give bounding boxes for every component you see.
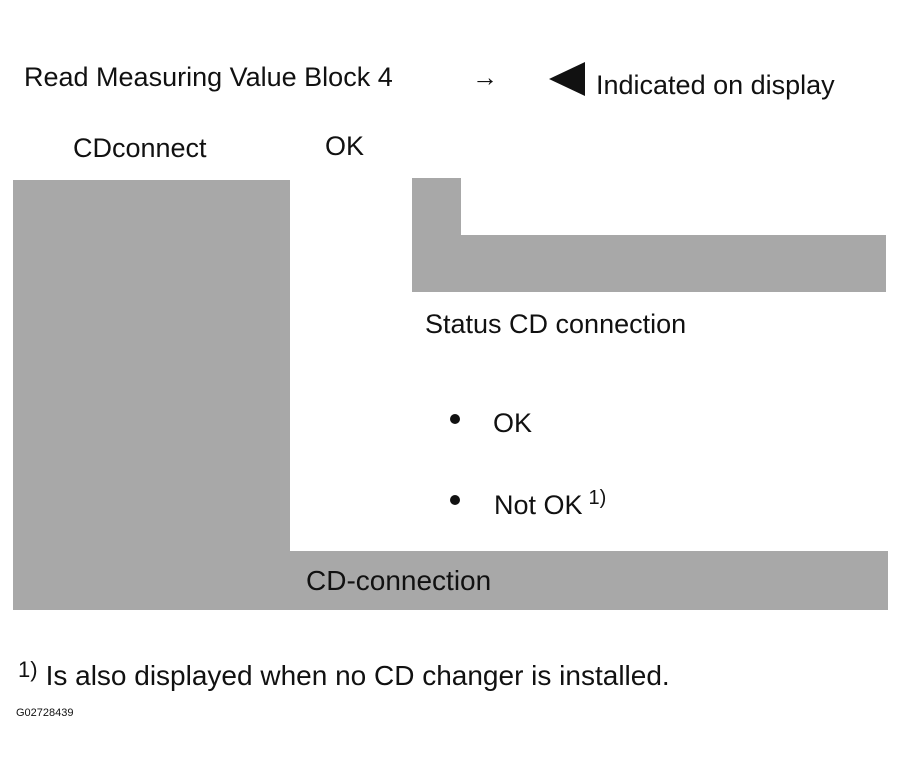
option-label: Not OK [494,490,583,520]
footnote-text: Is also displayed when no CD changer is … [45,660,670,691]
status-bracket [412,178,886,292]
footnote: 1) Is also displayed when no CD changer i… [18,657,670,692]
display-marker-icon [549,62,585,96]
figure-code: G02728439 [16,707,74,719]
cd-connection-callout-label: CD-connection [306,565,492,596]
arrow-icon: → [472,62,498,92]
option-ok: OK [493,408,532,439]
display-field-name: CDconnect [73,133,207,163]
footnote-reference: 1) [588,487,607,509]
cd-connection-bracket [13,180,888,610]
footnote-marker: 1) [18,657,38,682]
display-field-value: OK [325,131,365,161]
option-label: OK [493,408,533,438]
bullet-icon [450,414,460,424]
bullet-icon [450,495,460,505]
indicated-on-display-label: Indicated on display [596,70,835,100]
status-callout-label: Status CD connection [425,309,687,339]
procedure-heading: Read Measuring Value Block 4 [24,62,393,92]
